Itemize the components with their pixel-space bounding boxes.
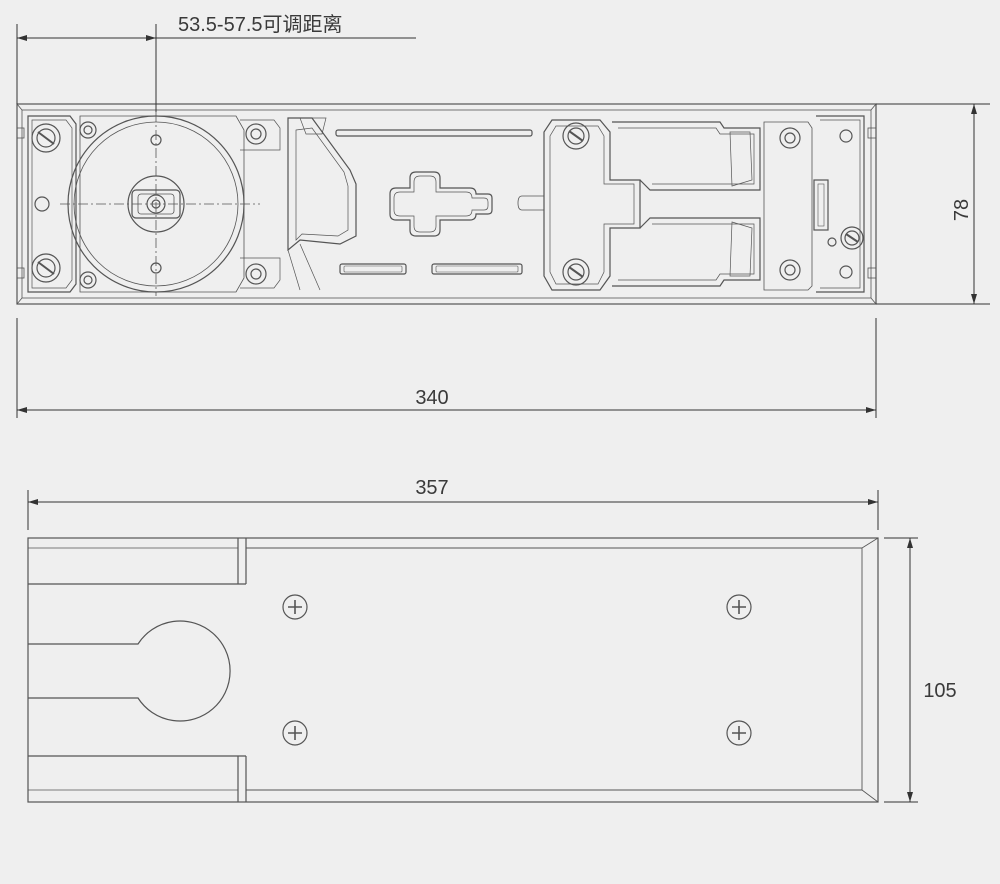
center-lines	[60, 112, 260, 296]
body-inner-outline	[21, 109, 872, 299]
adjustable-range-label: 53.5-57.5可调距离	[178, 13, 343, 36]
cover-screw-top-right	[726, 594, 752, 620]
center-cross-cutout	[389, 171, 493, 237]
left-bracket	[287, 117, 357, 252]
bottom-slot-left	[339, 263, 407, 275]
left-end-block	[27, 115, 77, 293]
cover-height-label: 105	[923, 680, 956, 702]
middle-screw-bottom	[562, 258, 590, 286]
valve-block	[813, 179, 829, 231]
body-height-label: 78	[951, 199, 973, 221]
left-screw-bottom	[31, 253, 61, 283]
left-hole-icon	[34, 196, 50, 212]
middle-screw-top	[562, 122, 590, 150]
left-screw-top	[31, 123, 61, 153]
piston-plate	[543, 119, 641, 291]
cover-length-label: 357	[415, 477, 448, 499]
cover-screw-bottom-left	[282, 720, 308, 746]
top-slot	[335, 129, 533, 137]
adjusting-screw-icon	[840, 226, 864, 250]
cover-plate-view	[27, 537, 879, 803]
keyhole-cutout	[28, 620, 231, 722]
cover-screw-bottom-right	[726, 720, 752, 746]
right-end-block	[816, 115, 865, 293]
cover-screw-top-left	[282, 594, 308, 620]
cover-outline	[27, 537, 879, 803]
body-outline	[16, 103, 877, 305]
body-length-label: 340	[415, 387, 448, 409]
spring-chamber-top	[612, 121, 761, 191]
spring-chamber-bottom	[612, 217, 761, 287]
bottom-slot-right	[431, 263, 523, 275]
dimension-lines	[16, 24, 990, 803]
